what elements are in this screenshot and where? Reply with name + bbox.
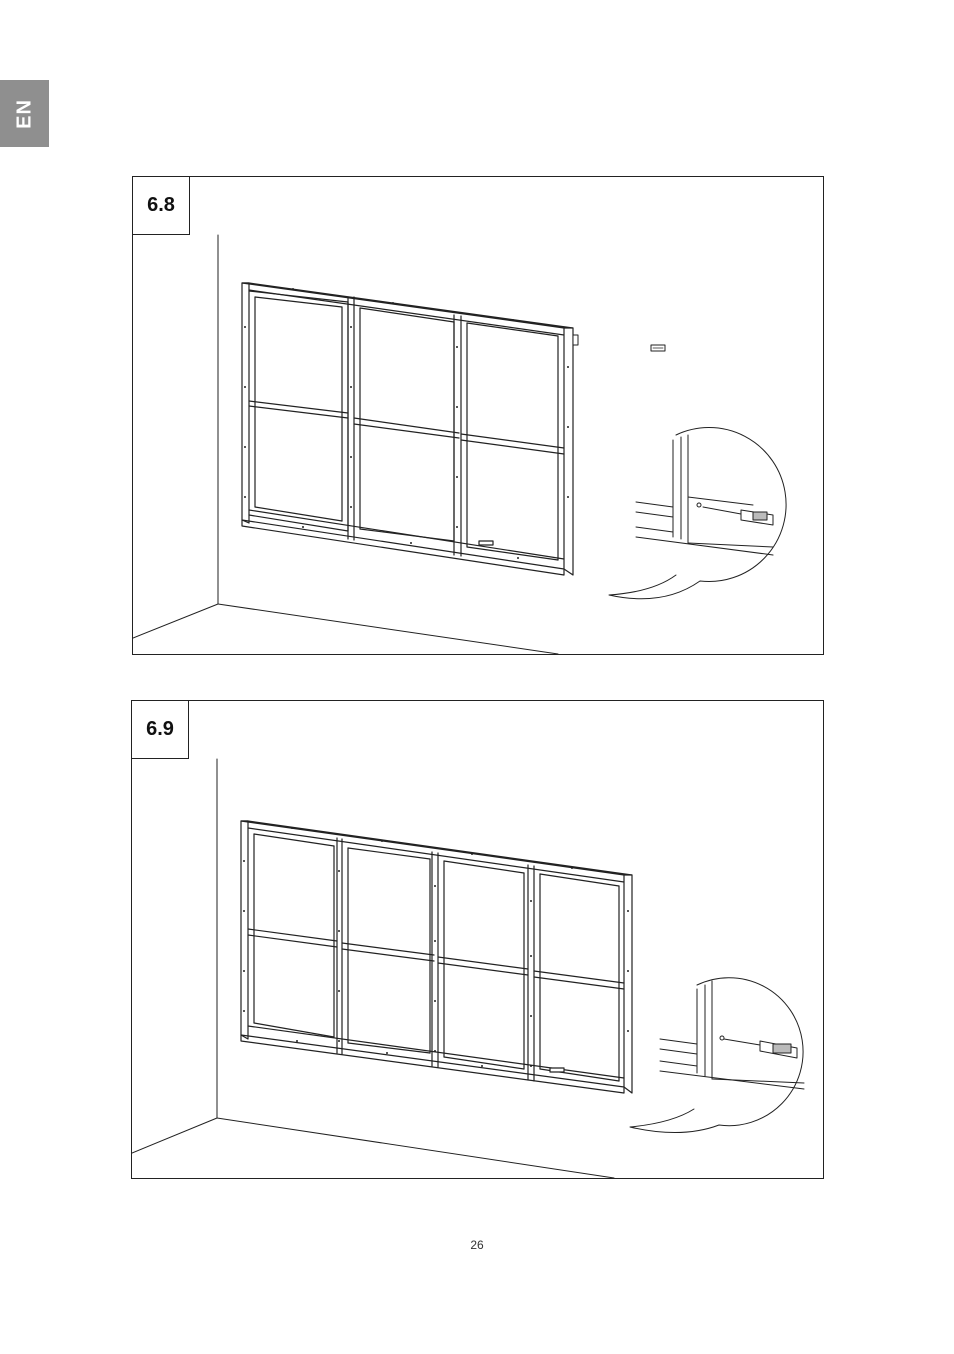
step-number: 6.8: [132, 176, 190, 235]
language-tab-label: EN: [13, 99, 36, 129]
step-panel-6-9: 6.9: [131, 700, 824, 1179]
language-tab: EN: [0, 80, 49, 147]
step-panel-6-8: 6.8: [132, 176, 824, 655]
assembly-illustration-6-9: [132, 701, 822, 1178]
step-number: 6.9: [131, 700, 189, 759]
page-number: 26: [0, 1238, 954, 1252]
assembly-illustration-6-8: [133, 177, 823, 654]
